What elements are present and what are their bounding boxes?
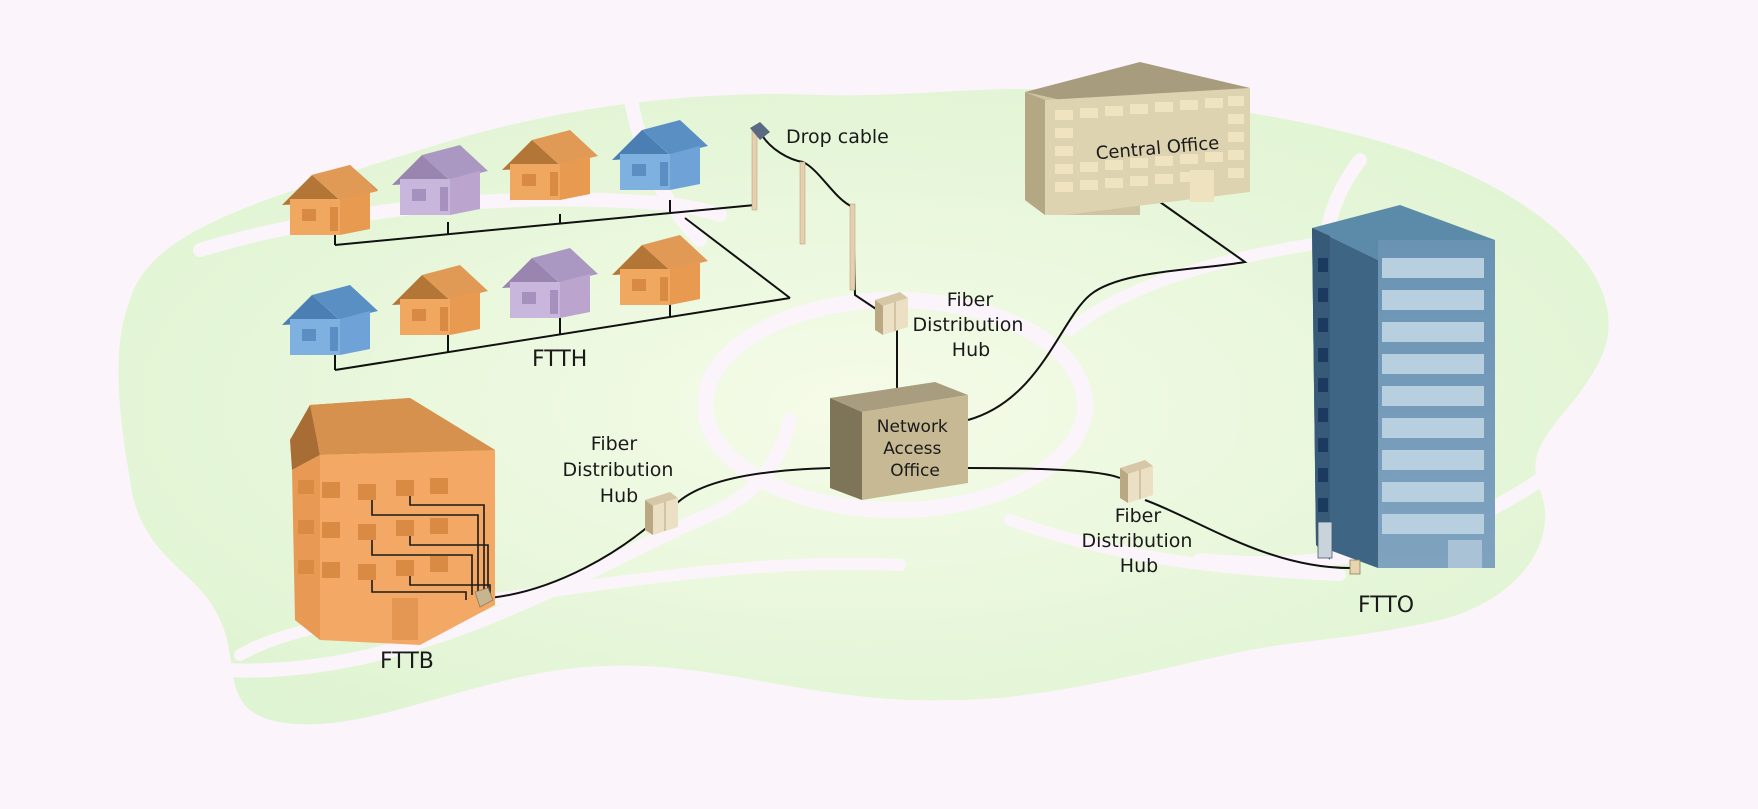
ftth-cable-row2 (334, 297, 791, 371)
apartment-building-icon (290, 398, 495, 645)
utility-pole-icon (799, 161, 806, 245)
ftth-houses (282, 120, 708, 355)
utility-pole-icon (849, 203, 856, 291)
fttb-internal-wiring (371, 496, 491, 600)
ftto-network-nodes (1318, 258, 1328, 512)
ftth-cable-link (684, 217, 791, 299)
house-icon (392, 265, 488, 335)
fiber-hub-top (875, 292, 908, 335)
cable-nao-to-right-hub (967, 467, 1121, 479)
server-rack (1317, 521, 1333, 559)
fiber-cables (334, 131, 1356, 599)
fiber-hub-icon (474, 587, 494, 608)
drop-cable-label: Drop cable (786, 126, 889, 148)
pole-cap (750, 122, 770, 140)
central-office-icon (1025, 62, 1250, 215)
fiber-hub-top-label: Fiber Distribution Hub (913, 289, 1030, 361)
ftth-cable-row1 (334, 204, 756, 246)
office-tower-icon (1312, 205, 1495, 575)
cable-left-hub-to-fttb (489, 524, 651, 599)
fiber-hub-right (1120, 460, 1153, 503)
ftto-label: FTTO (1358, 593, 1414, 618)
fiber-hub-left (645, 492, 678, 535)
utility-pole-icon (751, 129, 758, 211)
ftth-label: FTTH (532, 347, 587, 372)
utility-poles (750, 122, 856, 291)
house-icon (612, 120, 708, 190)
house-icon (502, 130, 598, 200)
house-icon (502, 248, 598, 318)
fttb-label: FTTB (380, 649, 434, 674)
nao-line-2: Access (883, 439, 941, 459)
house-icon (392, 145, 488, 215)
house-icon (612, 235, 708, 305)
fiber-hub-icon (1349, 559, 1361, 575)
house-icon (282, 165, 378, 235)
cable-nao-to-left-hub (674, 467, 831, 506)
nao-line-1: Network (877, 417, 948, 437)
cable-nao-to-central-office (967, 201, 1248, 421)
fiber-hub-left-label: Fiber Distribution Hub (563, 433, 680, 507)
house-icon (282, 285, 378, 355)
fiber-hub-right-label: Fiber Distribution Hub (1082, 505, 1199, 577)
network-access-office-label: Network Access Office (877, 417, 953, 481)
drop-cable-line (759, 131, 886, 316)
nao-line-3: Office (890, 461, 940, 481)
network-access-office-icon (830, 382, 968, 500)
cable-right-hub-to-ftto (1144, 499, 1356, 570)
